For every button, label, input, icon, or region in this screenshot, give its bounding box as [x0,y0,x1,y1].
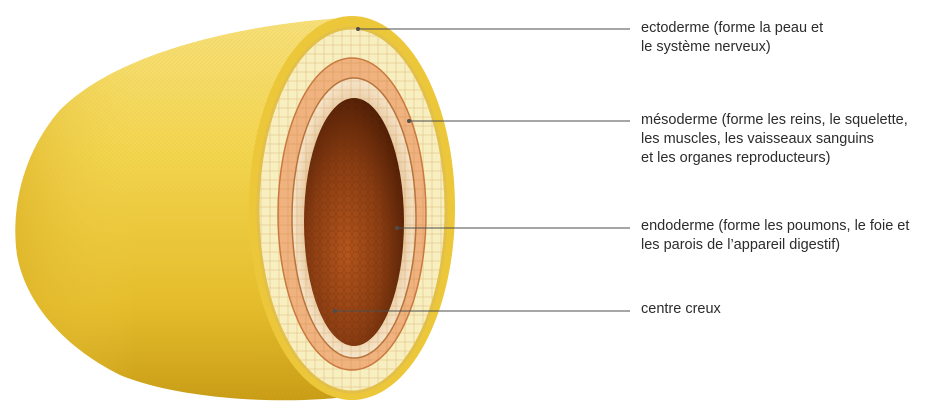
label-mesoderm: mésoderme (forme les reins, le squelette… [641,111,908,168]
label-ectoderm-line-2: le système nerveux) [641,38,823,57]
label-hollow-centre: centre creux [641,300,721,319]
label-mesoderm-line-1: mésoderme (forme les reins, le squelette… [641,111,908,130]
label-ectoderm: ectoderme (forme la peau et le système n… [641,19,823,57]
label-ectoderm-line-1: ectoderme (forme la peau et [641,19,823,38]
hollow-centre [304,98,404,346]
label-mesoderm-line-3: et les organes reproducteurs) [641,149,908,168]
label-hollow-centre-line-1: centre creux [641,300,721,319]
label-mesoderm-line-2: les muscles, les vaisseaux sanguins [641,130,908,149]
label-endoderm: endoderme (forme les poumons, le foie et… [641,217,909,255]
label-endoderm-line-2: les parois de l’appareil digestif) [641,236,909,255]
label-endoderm-line-1: endoderme (forme les poumons, le foie et [641,217,909,236]
